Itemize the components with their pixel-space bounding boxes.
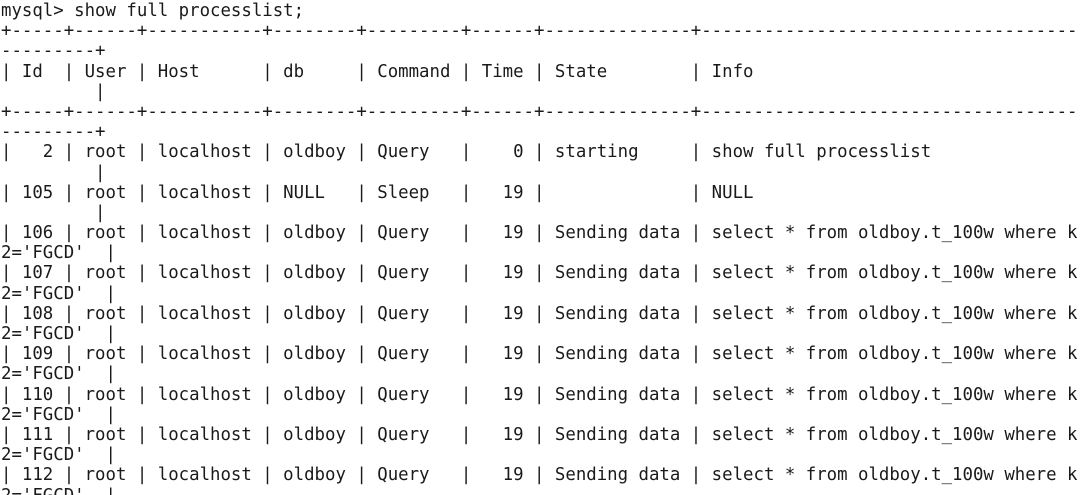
terminal-line: | <box>1 81 106 102</box>
terminal-line: ---------+ <box>1 41 106 62</box>
terminal-line: 2='FGCD' | <box>1 404 116 425</box>
terminal-line-row: | 110 | root | localhost | oldboy | Quer… <box>1 384 1078 405</box>
terminal-line-row: | 108 | root | localhost | oldboy | Quer… <box>1 303 1078 324</box>
terminal-line: | <box>1 162 106 183</box>
terminal-line-row: | 109 | root | localhost | oldboy | Quer… <box>1 344 1078 365</box>
terminal-line-header: | Id | User | Host | db | Command | Time… <box>1 61 1078 82</box>
terminal-line-row: | 105 | root | localhost | NULL | Sleep … <box>1 182 1078 203</box>
terminal-line: 2='FGCD' | <box>1 243 116 264</box>
terminal-line-row: | 111 | root | localhost | oldboy | Quer… <box>1 424 1078 445</box>
terminal-line: | <box>1 202 106 223</box>
terminal-line: 2='FGCD' | <box>1 445 116 466</box>
terminal-line-row: | 112 | root | localhost | oldboy | Quer… <box>1 465 1078 486</box>
terminal-line-row: | 107 | root | localhost | oldboy | Quer… <box>1 263 1078 284</box>
terminal-line: 2='FGCD' | <box>1 283 116 304</box>
terminal-line-row: | 2 | root | localhost | oldboy | Query … <box>1 142 1078 163</box>
terminal-line: 2='FGCD' | <box>1 324 116 344</box>
terminal-line: ---------+ <box>1 122 106 143</box>
terminal-line-row: | 106 | root | localhost | oldboy | Quer… <box>1 223 1078 244</box>
terminal-line: +-----+------+-----------+--------+-----… <box>1 101 1078 122</box>
terminal-line: 2='FGCD' | <box>1 364 116 385</box>
terminal-line: +-----+------+-----------+--------+-----… <box>1 21 1078 42</box>
terminal-line: 2='FGCD' | <box>1 486 1080 495</box>
terminal-line-prompt: mysql> show full processlist; <box>1 1 305 21</box>
